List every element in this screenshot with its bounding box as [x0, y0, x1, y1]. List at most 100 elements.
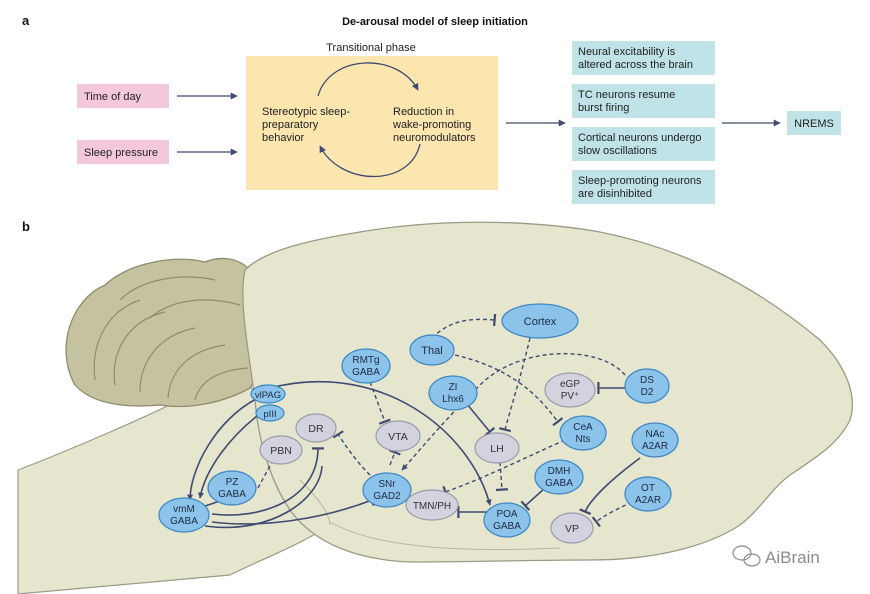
panel-b-label: b	[22, 219, 30, 234]
arrow-vlpag-to-vmm	[187, 397, 259, 501]
svg-text:pIII: pIII	[263, 409, 276, 420]
cycle-arrow-bottom	[319, 143, 421, 177]
svg-text:TMN/PH: TMN/PH	[413, 501, 451, 512]
svg-text:ZI: ZI	[449, 382, 458, 393]
effect-box-1	[572, 41, 715, 75]
svg-text:DMH: DMH	[548, 466, 571, 477]
svg-text:vmM: vmM	[173, 504, 195, 515]
node-poa: POA GABA	[483, 502, 531, 538]
effect-excitability: Neural excitability is altered across th…	[578, 46, 693, 71]
node-rmtg: RMTg GABA	[341, 348, 391, 384]
svg-text:A2AR: A2AR	[635, 495, 661, 506]
arrow-ds-to-snr	[401, 353, 626, 471]
node-thal: Thal	[409, 334, 455, 366]
cerebellum-folia	[93, 276, 249, 401]
panel-a: a De-arousal model of sleep initiation T…	[22, 13, 841, 204]
node-dmh: DMH GABA	[534, 459, 584, 495]
vmm-projection	[204, 465, 323, 529]
inhibit-rmtg-to-vta	[369, 381, 391, 425]
node-piii: pIII	[255, 404, 285, 422]
node-egp: eGP PV⁺	[544, 372, 596, 408]
node-cea: CeA Nts	[559, 415, 607, 451]
effect-box-3	[572, 127, 715, 161]
svg-text:GABA: GABA	[352, 367, 380, 378]
brain-contour	[329, 521, 561, 551]
solid-connections	[187, 380, 641, 529]
inhibit-snr-to-dr	[332, 430, 371, 476]
svg-text:VTA: VTA	[388, 431, 408, 443]
node-ds: DS D2	[624, 368, 670, 404]
svg-text:eGP: eGP	[560, 379, 580, 390]
effect-slow-oscillations: Cortical neurons undergo slow oscillatio…	[578, 132, 705, 157]
input-time-of-day: Time of day	[84, 91, 142, 103]
wechat-icon	[732, 545, 761, 567]
outcome-nrems: NREMS	[794, 118, 834, 130]
svg-text:Nts: Nts	[576, 434, 591, 445]
effect-box-2	[572, 84, 715, 118]
inhibit-vmm-to-snr	[211, 494, 375, 525]
transitional-phase-box	[246, 56, 498, 190]
watermark-text: AiBrain	[765, 548, 820, 567]
svg-text:PBN: PBN	[270, 445, 292, 457]
panel-b: b	[17, 219, 854, 594]
effect-disinhibited: Sleep-promoting neurons are disinhibited	[578, 175, 705, 200]
svg-text:GABA: GABA	[170, 516, 198, 527]
node-cortex: Cortex	[501, 303, 579, 339]
svg-text:PV⁺: PV⁺	[561, 391, 580, 402]
cycle-arrow-top	[317, 62, 419, 97]
svg-text:RMTg: RMTg	[352, 355, 379, 366]
node-vta: VTA	[375, 420, 421, 452]
svg-text:Thal: Thal	[421, 345, 442, 357]
node-nac: NAc A2AR	[631, 422, 679, 458]
inhibit-cea-to-tmn	[442, 439, 566, 498]
node-zi: ZI Lhx6	[428, 375, 478, 411]
phase-right-text: Reduction in wake-promoting neuromodulat…	[392, 106, 476, 144]
svg-text:POA: POA	[496, 509, 517, 520]
svg-text:Lhx6: Lhx6	[442, 394, 464, 405]
node-snr: SNr GAD2	[362, 472, 412, 508]
svg-text:D2: D2	[641, 387, 654, 398]
panel-a-label: a	[22, 13, 30, 28]
svg-text:OT: OT	[641, 483, 655, 494]
inhibit-dmh-to-poa	[520, 487, 546, 511]
node-dr: DR	[295, 413, 337, 443]
node-vp: VP	[550, 512, 594, 544]
arrow-vlpag-to-poa	[269, 380, 492, 506]
arrow-piii-to-vmm	[197, 409, 266, 499]
svg-text:DS: DS	[640, 375, 654, 386]
node-pz: PZ GABA	[207, 470, 257, 506]
svg-text:SNr: SNr	[378, 479, 396, 490]
svg-text:A2AR: A2AR	[642, 441, 668, 452]
svg-text:GABA: GABA	[218, 489, 246, 500]
inhibit-ot-to-vp	[591, 501, 633, 528]
inhibit-cortex-to-lh	[499, 337, 531, 433]
node-ot: OT A2AR	[624, 476, 672, 512]
svg-text:vlPAG: vlPAG	[255, 390, 281, 401]
effect-tc-burst: TC neurons resume burst firing	[578, 89, 678, 114]
svg-text:GABA: GABA	[545, 478, 573, 489]
input-box-sleep-pressure	[77, 140, 169, 164]
svg-text:DR: DR	[308, 423, 324, 435]
cerebellum	[65, 257, 268, 408]
inhibit-nac-to-vp	[579, 457, 641, 515]
input-box-time-of-day	[77, 84, 169, 108]
watermark: AiBrain	[732, 545, 820, 567]
node-pbn: PBN	[259, 435, 303, 465]
svg-text:LH: LH	[490, 443, 503, 455]
svg-text:NAc: NAc	[646, 429, 665, 440]
inhibit-lh-to-poa	[495, 461, 509, 492]
dashed-connections	[257, 313, 633, 528]
node-tmn: TMN/PH	[405, 489, 459, 521]
svg-text:GABA: GABA	[493, 521, 521, 532]
inhibit-vmm-to-dr	[211, 447, 325, 516]
phase-left-text: Stereotypic sleep- preparatory behavior	[262, 106, 353, 144]
effect-box-4	[572, 170, 715, 204]
inhibit-thal-to-cea	[454, 354, 564, 427]
panel-a-title: De-arousal model of sleep initiation	[342, 16, 528, 28]
inhibit-snr-to-vta	[388, 449, 401, 466]
svg-text:Cortex: Cortex	[524, 316, 557, 328]
svg-text:PZ: PZ	[226, 477, 239, 488]
brain-nodes: Cortex Thal RMTg GABA vlPAG pIII DR	[158, 303, 679, 544]
phase-title: Transitional phase	[326, 42, 415, 54]
svg-text:CeA: CeA	[573, 422, 593, 433]
